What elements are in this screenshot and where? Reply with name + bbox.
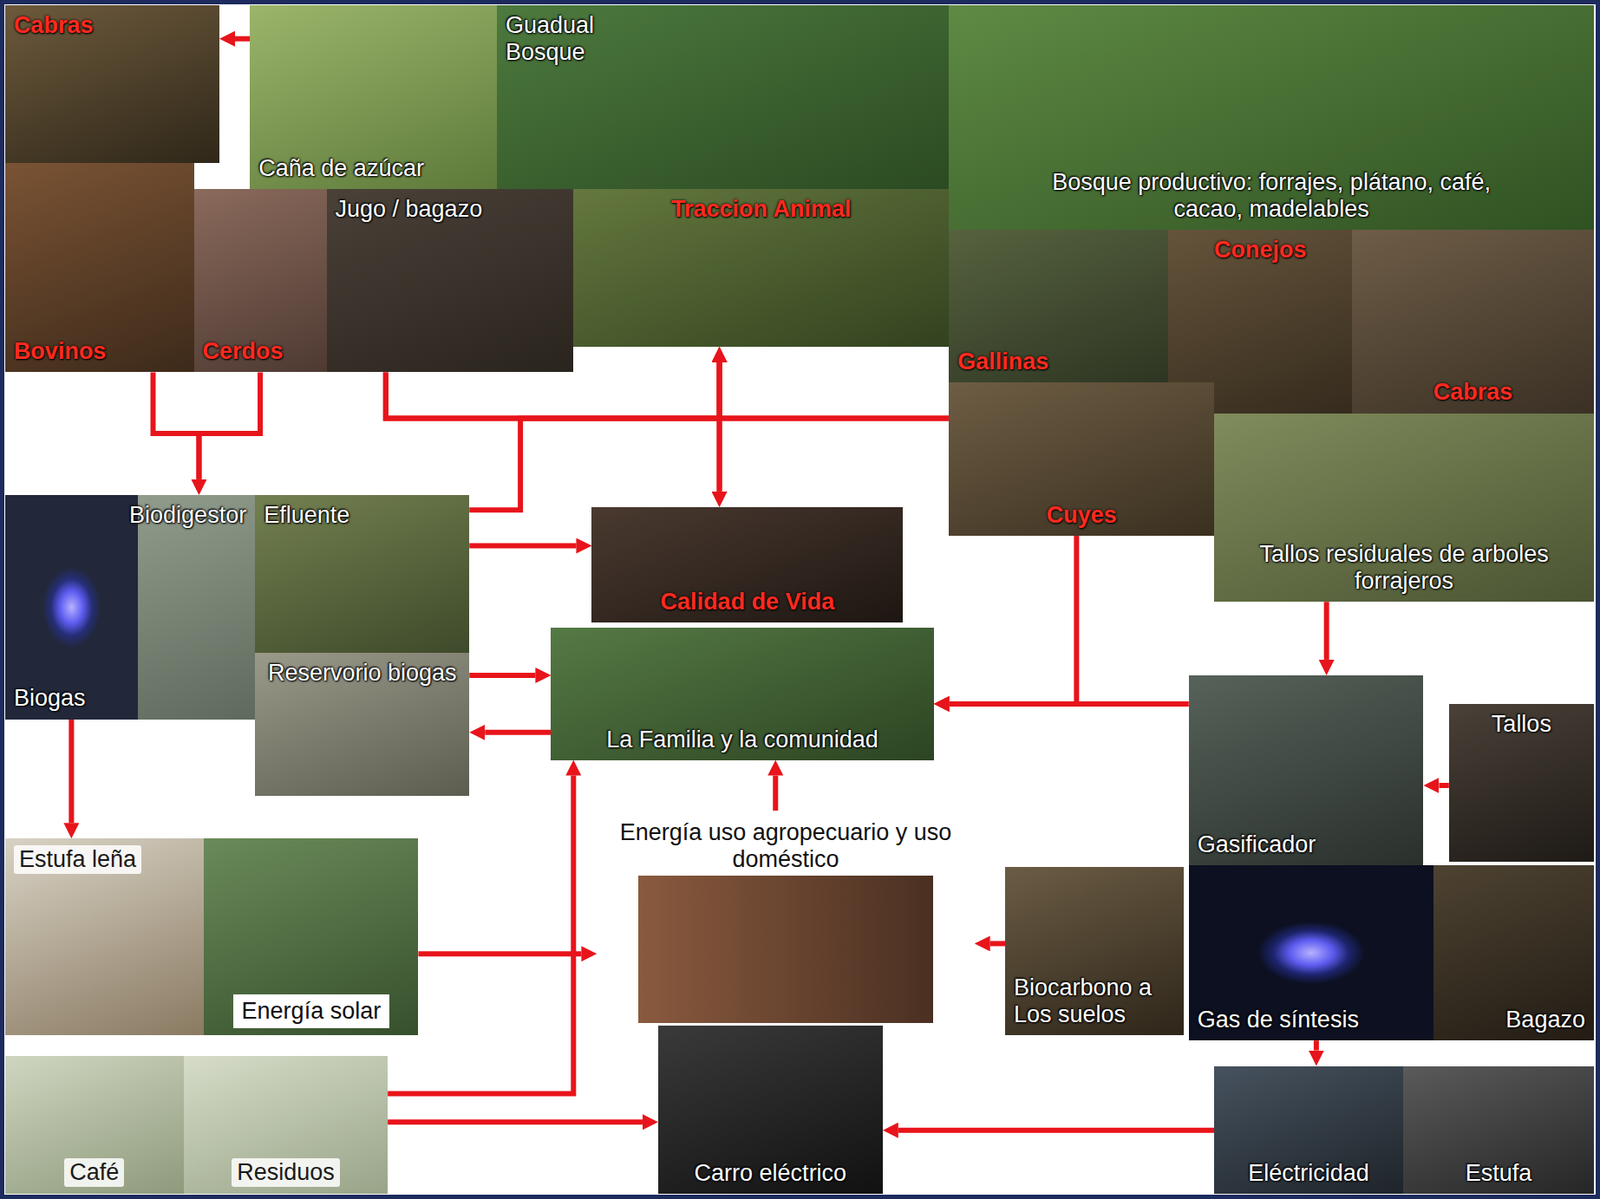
photo-panel: BiodigestorBiogas xyxy=(5,495,255,720)
flow-arrow xyxy=(949,535,1078,705)
photo-panel: Carro eléctrico xyxy=(658,1025,883,1195)
flow-arrow xyxy=(469,543,576,549)
photo-panel: Eléctricidad xyxy=(1214,1066,1404,1195)
photo-label: Tallos xyxy=(1491,711,1552,738)
flow-arrow xyxy=(417,951,582,957)
photo-panel: Caña de azúcar xyxy=(249,5,497,190)
flow-arrow xyxy=(469,362,719,510)
photo-panel: Cabras xyxy=(1351,229,1594,414)
photo-panel: Reservorio biogas xyxy=(254,653,470,797)
photo-label: Eléctricidad xyxy=(1247,1160,1370,1188)
photo-panel: Tallos xyxy=(1449,704,1594,863)
photo-panel: Energía solar xyxy=(203,838,418,1036)
flow-arrow xyxy=(990,940,1006,947)
photo-label: Bosque productivo: forrajes, plátano, ca… xyxy=(1037,169,1506,223)
flow-arrow xyxy=(385,372,720,491)
flow-arrow xyxy=(469,672,536,679)
flow-arrow xyxy=(1438,783,1449,789)
photo-panel: Energía uso agropecuario y uso doméstico xyxy=(596,810,974,1024)
photo-panel: Bosque productivo: forrajes, plátano, ca… xyxy=(948,5,1594,230)
photo-label: Biocarbono a Los suelos xyxy=(1013,974,1176,1029)
photo-panel: Cerdos xyxy=(194,189,327,373)
photo-label: Cabras xyxy=(1433,378,1514,406)
flow-arrow xyxy=(152,372,199,479)
flow-arrow xyxy=(772,776,778,812)
photo-label: Energía uso agropecuario y uso doméstico xyxy=(605,817,966,876)
photo-label: Estufa leña xyxy=(13,845,142,875)
photo-panel: Estufa leña xyxy=(5,838,204,1036)
photo-panel: Estufa xyxy=(1403,1066,1594,1195)
photo-label: Bagazo xyxy=(1505,1006,1586,1034)
photo-panel: Gallinas xyxy=(948,229,1169,383)
photo-label: Cuyes xyxy=(1046,502,1117,529)
photo-panel: Gas de síntesis xyxy=(1188,865,1434,1041)
photo-label: Cerdos xyxy=(202,338,284,366)
flow-arrow xyxy=(719,417,950,491)
photo-panel: Calidad de Vida xyxy=(591,507,903,623)
photo-panel: Traccion Animal xyxy=(573,189,949,347)
photo-panel: Jugo / bagazo xyxy=(326,189,575,373)
photo-label: Efluente xyxy=(263,502,350,529)
photo-label: Energía solar xyxy=(233,994,391,1029)
photo-panel: Cabras xyxy=(5,5,220,164)
photo-panel: Residuos xyxy=(183,1056,388,1195)
photo-panel: Gasificador xyxy=(1188,675,1424,866)
photo-label: Jugo / bagazo xyxy=(335,195,484,223)
photo-panel: Biogas xyxy=(5,495,138,720)
photo-panel: Cuyes xyxy=(948,382,1215,536)
photo-label: Calidad de Vida xyxy=(660,588,836,616)
photo-panel: Efluente xyxy=(254,495,470,654)
photo-label: Estufa xyxy=(1465,1160,1533,1188)
photo-label: Tallos residuales de arboles forrajeros xyxy=(1222,541,1586,595)
flow-arrow xyxy=(1324,601,1330,660)
photo-panel: Bovinos xyxy=(5,163,195,373)
photo-panel: Café xyxy=(5,1056,184,1195)
flow-arrow xyxy=(719,362,950,418)
flow-arrow xyxy=(1313,1040,1320,1051)
flow-arrow xyxy=(387,1119,643,1125)
photo-panel: Guadual Bosque xyxy=(496,5,949,190)
photo-label: Café xyxy=(64,1158,125,1188)
photo-label: Residuos xyxy=(231,1158,340,1188)
photo-label: Guadual Bosque xyxy=(505,12,636,66)
photo-panel: Biocarbono a Los suelos xyxy=(1005,867,1184,1036)
photo-label: Caña de azúcar xyxy=(258,155,425,183)
photo-label: Gallinas xyxy=(957,348,1049,376)
photo-panel: Tallos residuales de arboles forrajeros xyxy=(1214,413,1594,603)
flow-arrow xyxy=(198,372,261,479)
photo-label: La Familia y la comunidad xyxy=(606,726,879,754)
flow-arrow xyxy=(68,719,74,824)
photo-label: Traccion Animal xyxy=(671,195,852,223)
photo-panel: Bagazo xyxy=(1433,865,1594,1041)
flow-arrow xyxy=(484,730,551,736)
photo-label: Cabras xyxy=(13,12,94,40)
photo-label: Bovinos xyxy=(13,338,107,366)
photo-label: Gasificador xyxy=(1197,831,1317,859)
photo-label: Conejos xyxy=(1214,236,1307,264)
photo-label: Reservorio biogas xyxy=(267,659,458,687)
photo-label: Biodigestor xyxy=(129,502,247,529)
photo-label: Biogas xyxy=(13,685,86,712)
photo-label: Carro eléctrico xyxy=(694,1160,848,1188)
flow-arrow xyxy=(235,36,250,42)
flow-arrow xyxy=(949,701,1189,707)
flow-arrow xyxy=(898,1128,1215,1134)
photo-panel: La Familia y la comunidad xyxy=(550,627,934,761)
photo-label: Gas de síntesis xyxy=(1197,1006,1359,1034)
